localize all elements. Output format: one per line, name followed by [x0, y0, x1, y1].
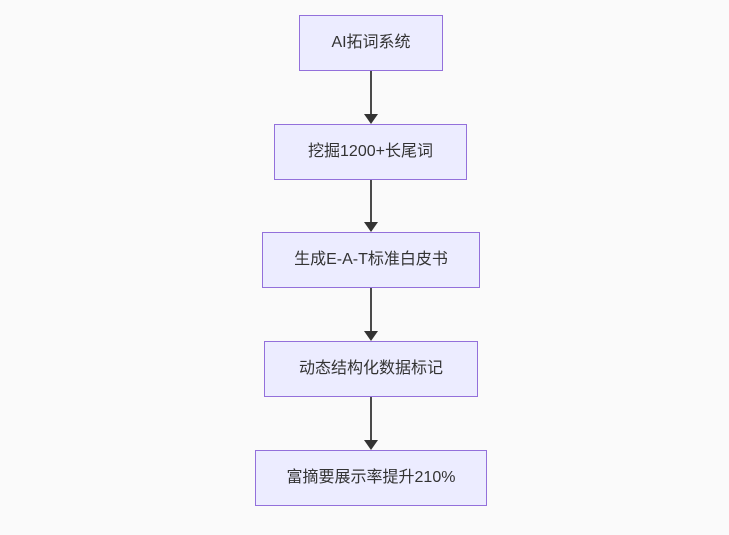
- flow-node-ai-keyword-system: AI拓词系统: [299, 15, 443, 71]
- flow-node-label: 生成E-A-T标准白皮书: [294, 251, 448, 269]
- flow-node-longtail-mining: 挖掘1200+长尾词: [274, 124, 467, 180]
- flow-node-rich-snippet-result: 富摘要展示率提升210%: [255, 450, 487, 506]
- arrowhead-down-icon: [364, 222, 378, 232]
- flow-node-structured-data-markup: 动态结构化数据标记: [264, 341, 478, 397]
- flow-edge-1: [364, 71, 378, 124]
- arrowhead-down-icon: [364, 114, 378, 124]
- flow-edge-2: [364, 180, 378, 232]
- flow-node-eat-whitepaper: 生成E-A-T标准白皮书: [262, 232, 480, 288]
- arrowhead-down-icon: [364, 331, 378, 341]
- arrow-shaft: [370, 180, 372, 223]
- flow-node-label: AI拓词系统: [331, 34, 411, 52]
- flow-node-label: 富摘要展示率提升210%: [286, 469, 456, 487]
- arrow-shaft: [370, 71, 372, 115]
- flow-node-label: 动态结构化数据标记: [298, 360, 443, 378]
- flow-edge-3: [364, 288, 378, 341]
- flow-edge-4: [364, 397, 378, 450]
- flow-node-label: 挖掘1200+长尾词: [308, 143, 433, 161]
- arrow-shaft: [370, 288, 372, 332]
- arrow-shaft: [370, 397, 372, 441]
- arrowhead-down-icon: [364, 440, 378, 450]
